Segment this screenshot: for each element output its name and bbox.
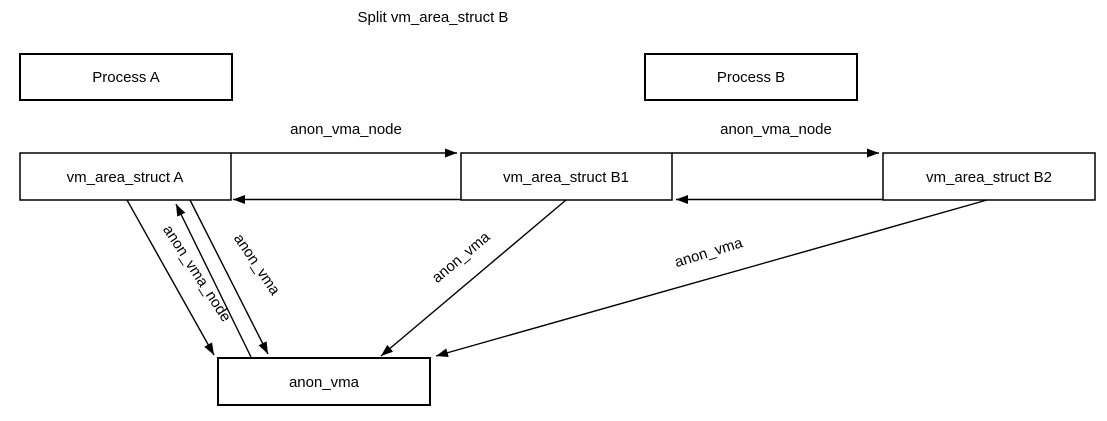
anon-vma-box [217,357,431,406]
process-a-box [19,53,233,101]
vma-b2-box [882,152,1096,201]
edge-b2-anon-vma [435,199,988,358]
diagram-title: Split vm_area_struct B [358,9,509,26]
edge-b1-anon-vma [380,199,567,357]
edge-a-anon-vma-node [126,199,215,356]
edge-a-anon-vma [189,199,269,355]
edge-label-a-to-b1: anon_vma_node [290,121,402,138]
edge-label-b2-anon-vma: anon_vma [673,234,746,271]
process-b-label: Process B [717,69,785,86]
vma-b1-label: vm_area_struct B1 [503,169,629,186]
process-b-box [644,53,858,101]
anon-vma-label: anon_vma [289,374,360,391]
vma-b2-label: vm_area_struct B2 [926,169,1052,186]
edge-label-b1-to-b2: anon_vma_node [720,121,832,138]
edge-label-a-anon-vma-node: anon_vma_node [159,222,234,325]
vma-a-box [19,152,232,201]
edge-label-a-anon-vma: anon_vma [230,231,284,299]
edge-label-b1-anon-vma: anon_vma [429,228,494,286]
vma-b1-box [460,152,673,201]
edge-anon-vma-to-a [175,203,252,358]
process-a-label: Process A [92,69,160,86]
vma-a-label: vm_area_struct A [67,169,184,186]
